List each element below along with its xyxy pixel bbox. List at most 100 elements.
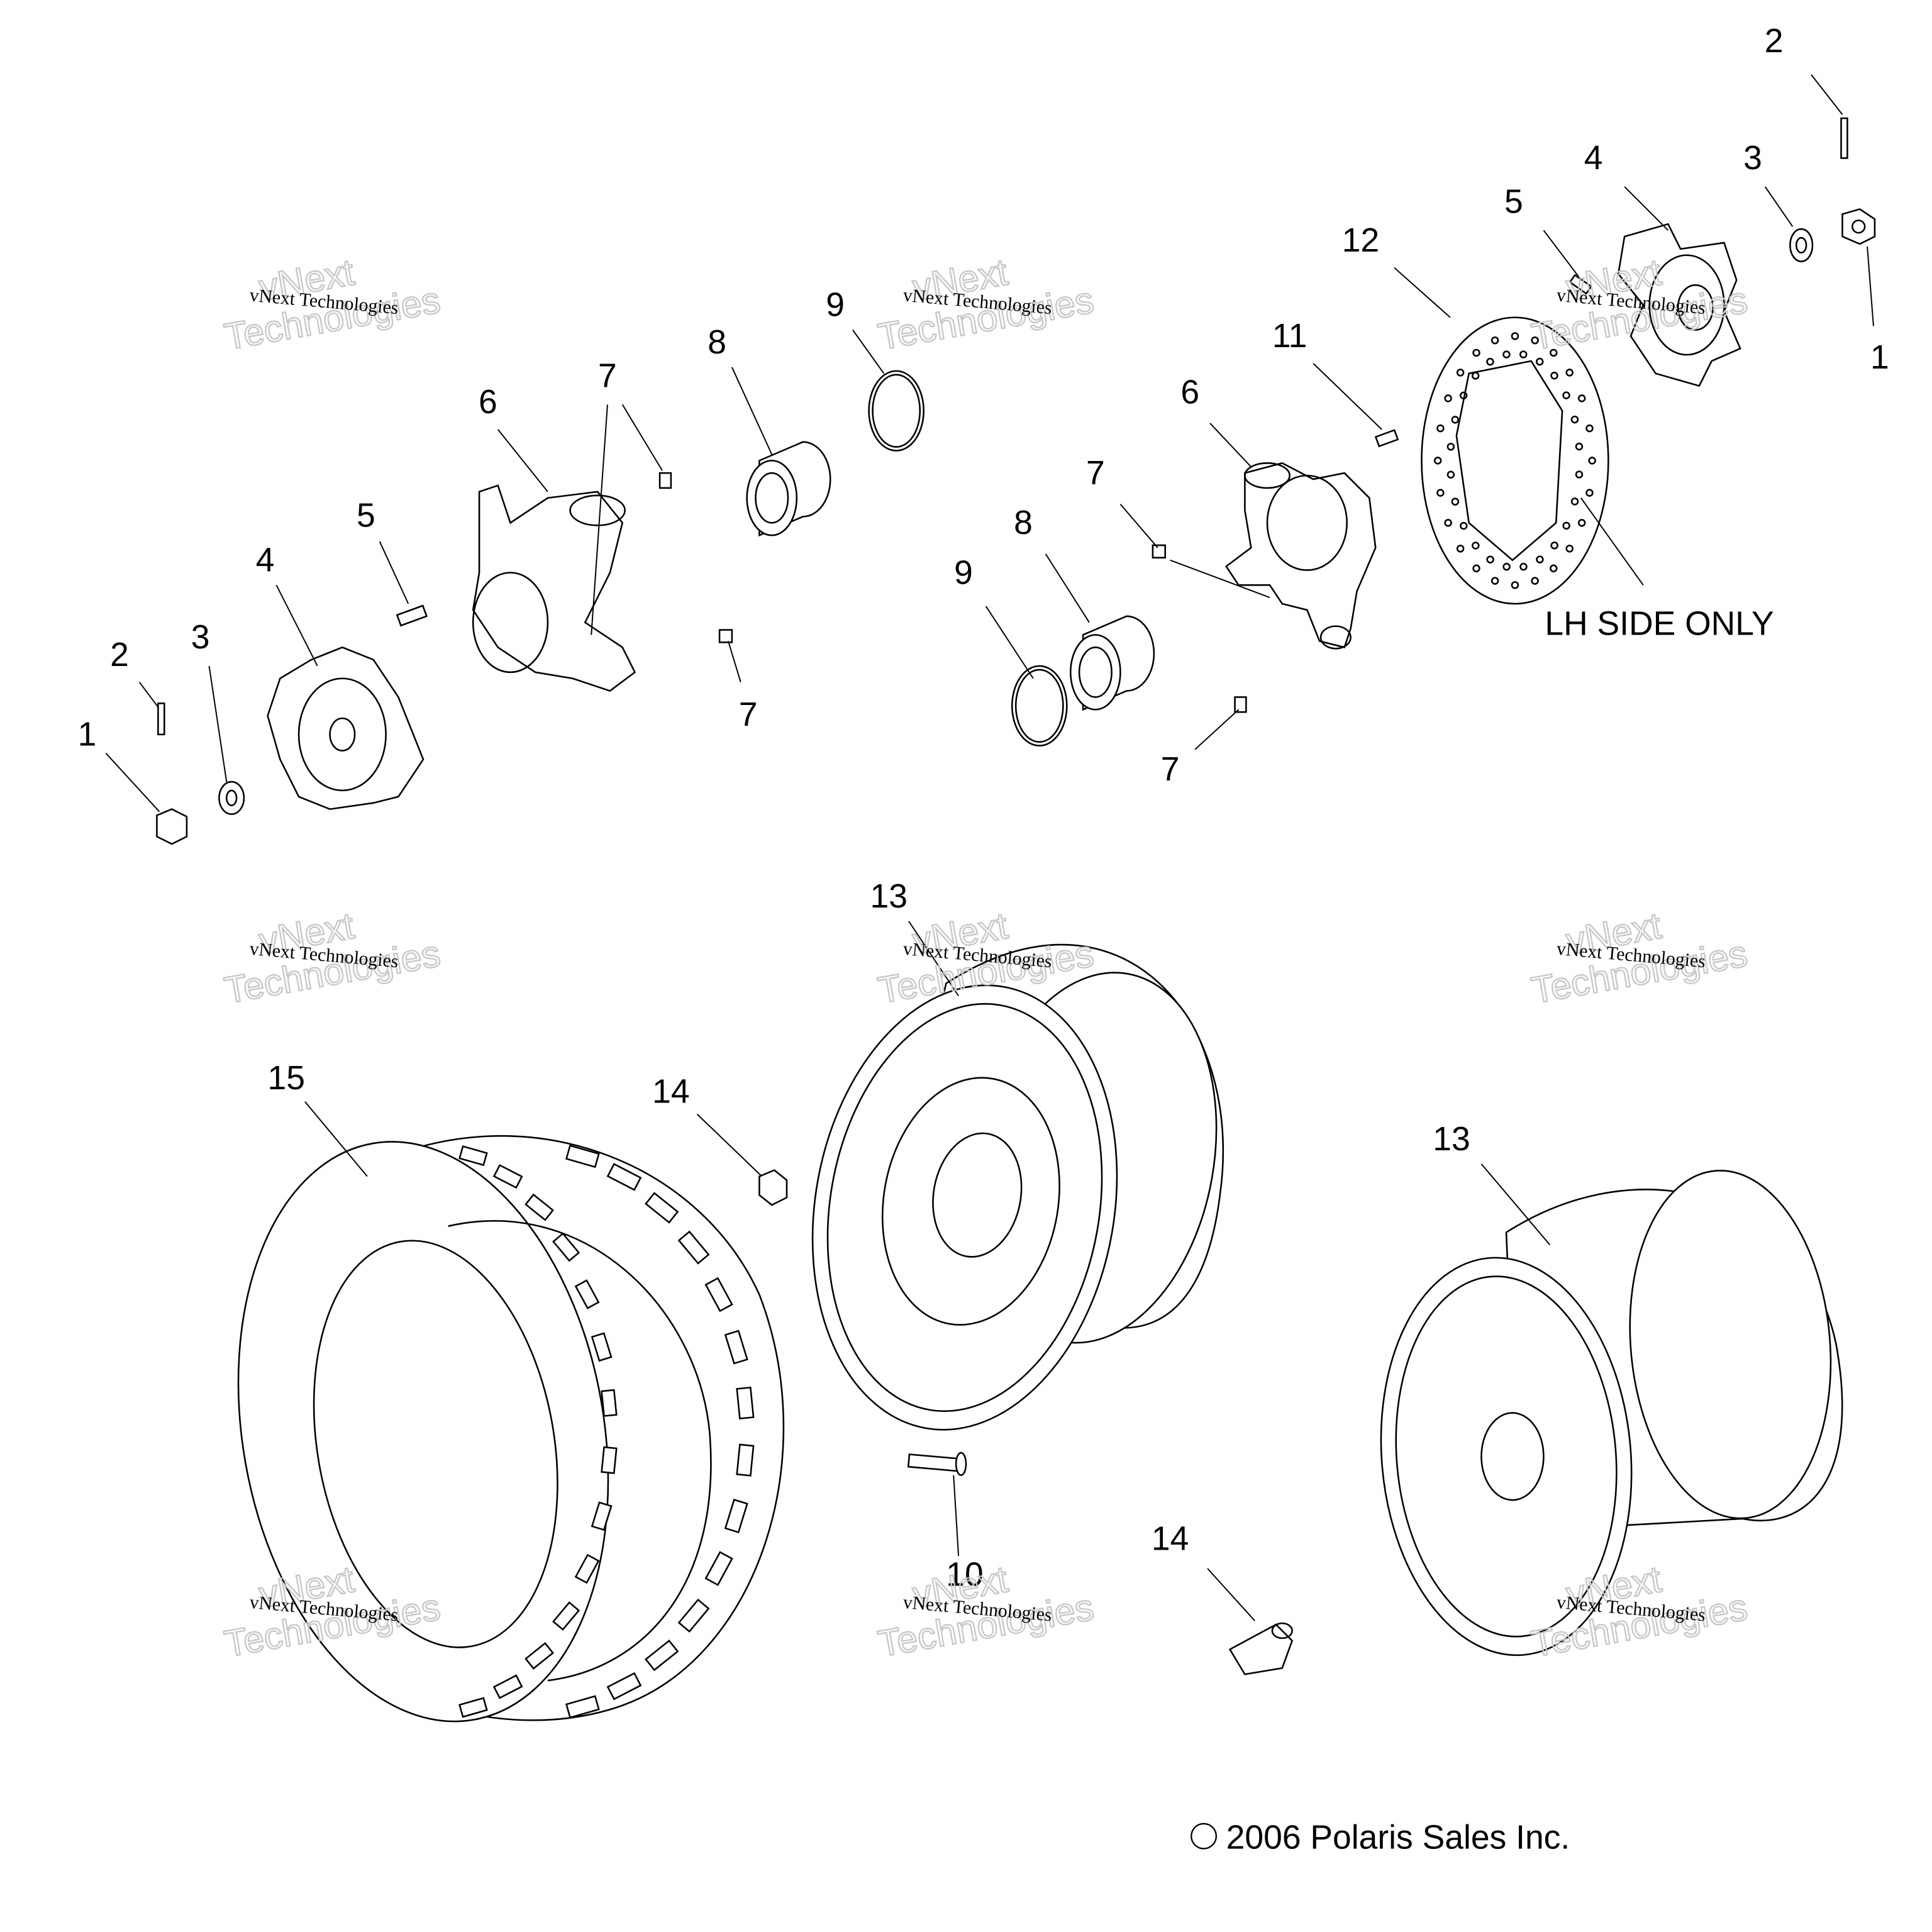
tread-block	[492, 1163, 523, 1189]
leader-line	[275, 584, 318, 667]
callout-7: 7	[739, 696, 758, 733]
disc-hole	[1436, 489, 1445, 497]
tread-block	[736, 1443, 755, 1477]
disc-hole	[1577, 519, 1586, 527]
disc-hole	[1491, 577, 1499, 585]
tread-block	[574, 1279, 600, 1309]
disc-hole	[1565, 369, 1574, 377]
leader-line	[1045, 553, 1090, 623]
disc-hole	[1433, 457, 1442, 465]
leader-line	[1580, 497, 1644, 586]
callout-7: 7	[1161, 751, 1180, 788]
callout-5: 5	[1504, 183, 1523, 220]
disc-hole	[1460, 521, 1468, 530]
callout-4: 4	[256, 542, 275, 579]
disc-hole	[1562, 391, 1570, 399]
callout-8: 8	[1014, 504, 1033, 541]
disc-hole	[1444, 394, 1452, 402]
leader-line	[208, 665, 228, 782]
disc-hole	[1550, 348, 1558, 357]
cotter-pin-left	[157, 702, 165, 736]
tread-block	[606, 1672, 642, 1701]
leader-line	[138, 682, 159, 708]
disc-hole	[1550, 371, 1558, 380]
lh-side-only-note: LH SIDE ONLY	[1545, 605, 1774, 642]
disc-hole	[1446, 443, 1455, 451]
disc-hole	[1486, 357, 1494, 366]
callout-10: 10	[946, 1557, 983, 1594]
callout-6: 6	[479, 384, 497, 421]
callout-4: 4	[1584, 140, 1603, 177]
tread-block	[645, 1639, 679, 1672]
leader-line	[621, 404, 663, 471]
cotter-pin-right	[1840, 117, 1848, 159]
callout-1: 1	[1870, 339, 1889, 376]
bearing-carrier-left	[472, 484, 636, 692]
leader-line	[304, 1101, 368, 1177]
leader-lines	[105, 74, 1874, 1621]
disc-hole	[1446, 470, 1455, 479]
wheel-hub-right	[1617, 223, 1741, 387]
disc-hole	[1471, 372, 1480, 380]
wheel-steel	[811, 943, 1224, 1431]
tread-block	[525, 1193, 554, 1221]
tread-block	[724, 1499, 748, 1534]
disc-hole	[1536, 555, 1544, 564]
snap-ring-left	[868, 370, 924, 452]
tread-block	[565, 1145, 600, 1169]
leader-line	[591, 404, 608, 635]
leader-line	[696, 1113, 763, 1177]
leader-line	[1811, 74, 1843, 115]
tread-block	[677, 1230, 710, 1265]
bearing-left	[746, 441, 831, 537]
leader-line	[985, 606, 1034, 679]
tread-block	[591, 1501, 613, 1531]
leader-line	[1209, 423, 1252, 467]
disc-hole	[1486, 555, 1494, 564]
disc-hole	[1531, 577, 1539, 585]
disc-hole	[1472, 564, 1480, 573]
callout-11: 11	[1272, 318, 1307, 355]
tread-block	[704, 1277, 733, 1313]
castle-nut-right	[1841, 208, 1876, 245]
tread-block	[591, 1332, 613, 1362]
leader-line	[727, 641, 741, 682]
leader-line	[731, 367, 773, 455]
leader-line	[1207, 1568, 1255, 1621]
wheel-cast	[1380, 1170, 1843, 1657]
callout-3: 3	[191, 619, 210, 656]
disc-hole	[1585, 489, 1594, 497]
callout-2: 2	[110, 636, 129, 674]
disc-hole	[1472, 348, 1480, 357]
leader-line	[1480, 1163, 1551, 1246]
callout-7: 7	[598, 358, 617, 395]
disc-hole	[1456, 545, 1465, 553]
lug-nut	[758, 1169, 788, 1206]
parts-group	[156, 117, 1876, 1723]
disc-hole	[1502, 350, 1511, 358]
callout-13: 13	[1433, 1121, 1470, 1158]
disc-hole	[1588, 457, 1596, 465]
tread-block	[724, 1330, 748, 1365]
leader-line	[105, 752, 160, 813]
disc-hole	[1472, 541, 1480, 550]
leader-line	[497, 429, 548, 492]
tread-block	[492, 1674, 523, 1699]
disc-hole	[1459, 391, 1468, 400]
leader-line	[1764, 186, 1794, 227]
grease-fitting	[658, 472, 1247, 713]
disc-hole	[1451, 497, 1460, 506]
leader-line	[1194, 709, 1240, 750]
wheel-stud-nut	[1228, 1622, 1294, 1675]
callout-8: 8	[708, 324, 726, 361]
disc-hole	[1562, 521, 1570, 530]
bearing-carrier-right	[1224, 462, 1377, 650]
tread-block	[704, 1551, 733, 1586]
leader-line	[1543, 230, 1579, 277]
tread-block	[601, 1389, 618, 1417]
disc-hole	[1585, 424, 1594, 433]
disc-hole	[1535, 357, 1544, 366]
